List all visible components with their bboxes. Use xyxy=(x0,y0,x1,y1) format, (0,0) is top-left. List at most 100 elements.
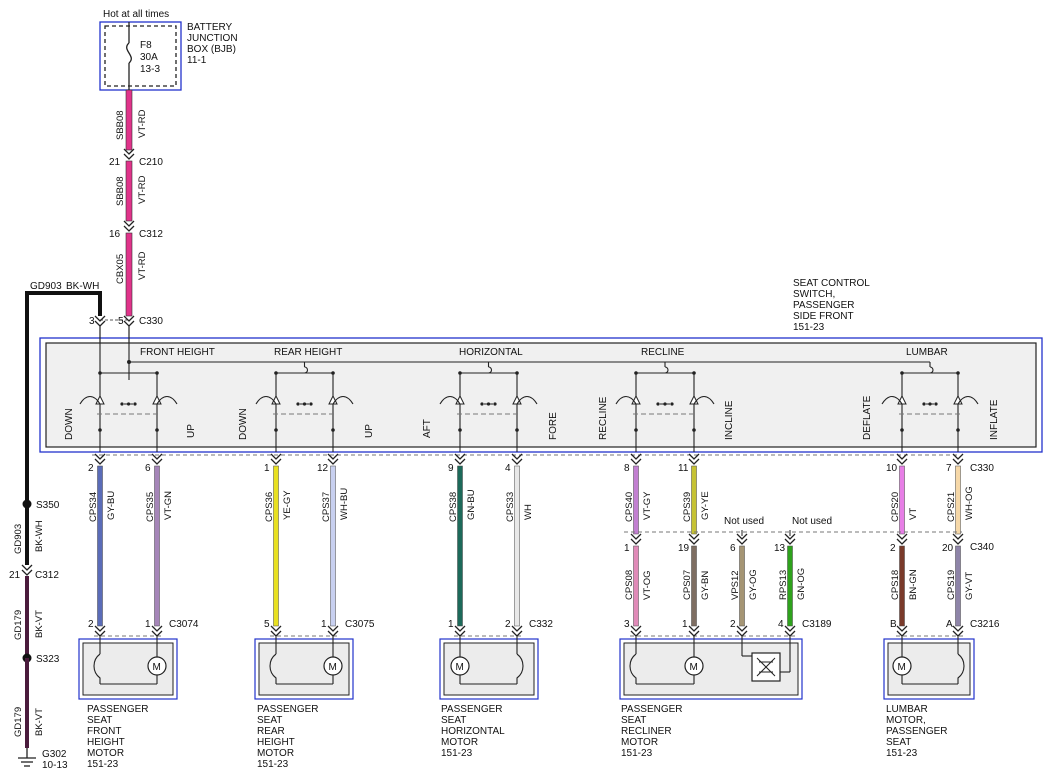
connector-pin: 6 xyxy=(730,543,736,554)
connector-symbol xyxy=(511,625,523,637)
wire-vt-rd xyxy=(125,160,133,222)
connector-pin: 6 xyxy=(145,463,151,474)
connector-symbol xyxy=(151,625,163,637)
switch-blade xyxy=(881,395,903,405)
wire-body xyxy=(97,465,103,627)
wire-bk-vt xyxy=(25,658,29,748)
connector-pin: 2 xyxy=(890,543,896,554)
wire-circuit: CPS36 xyxy=(264,492,275,522)
wire-body xyxy=(955,465,961,535)
wire-body xyxy=(154,465,160,627)
connector-pin: 8 xyxy=(624,463,630,474)
wire-color: VT-GY xyxy=(642,491,653,520)
wire-color: WH-BU xyxy=(339,488,350,520)
motor-label-line: 151-23 xyxy=(621,748,653,759)
wire-color: GY-BU xyxy=(106,491,117,520)
connector-pin: 21 xyxy=(109,157,121,168)
wire-circuit: CBX05 xyxy=(115,254,126,284)
connector-symbol xyxy=(952,625,964,637)
motor-label-line: SEAT xyxy=(257,715,282,726)
connector-pin: 13 xyxy=(774,543,786,554)
motor-label-line: SEAT xyxy=(886,737,911,748)
wire-circuit: GD903 xyxy=(13,524,24,554)
connector-pin: 2 xyxy=(88,463,94,474)
switch-position-labels: DOWN UP DOWN UP AFT FORE RECLINE INCLINE… xyxy=(64,395,1000,440)
connector-symbol xyxy=(688,625,700,637)
connector-pin: 7 xyxy=(946,463,952,474)
connector-symbol xyxy=(896,533,908,545)
connector-pin: 21 xyxy=(9,570,21,581)
wire-circuit: GD903 xyxy=(30,281,62,292)
connector-pin: 2 xyxy=(505,619,511,630)
wire-body xyxy=(691,465,697,535)
connector-symbol xyxy=(896,625,908,637)
connector-symbol xyxy=(952,533,964,545)
switch-blade xyxy=(156,395,178,405)
svg-text:DOWN: DOWN xyxy=(64,408,75,440)
not-used-label: Not used xyxy=(792,516,832,527)
connector-symbol xyxy=(736,625,748,637)
connector-name: C332 xyxy=(529,619,553,630)
switch-blade xyxy=(516,395,538,405)
motor-glyph: M xyxy=(153,662,161,673)
wire-body xyxy=(633,465,639,535)
switch-blade xyxy=(693,395,715,405)
connector-name: C312 xyxy=(35,570,59,581)
connector-symbol xyxy=(511,453,523,465)
wire-color: GN-OG xyxy=(796,568,807,600)
svg-text:PASSENGER: PASSENGER xyxy=(793,300,855,311)
wire-body xyxy=(457,465,463,627)
fuse-icon xyxy=(126,42,132,64)
seat-control-switch-label: SEAT CONTROL SWITCH, PASSENGER SIDE FRON… xyxy=(793,278,870,333)
connector-pin: 9 xyxy=(448,463,454,474)
connector-symbol xyxy=(630,533,642,545)
motor-label-line: MOTOR, xyxy=(886,715,926,726)
svg-text:AFT: AFT xyxy=(422,419,433,438)
wire-circuit: SBB08 xyxy=(115,176,126,206)
wire-bk-vt xyxy=(25,576,29,658)
connector-symbol xyxy=(454,625,466,637)
motor-label-line: SEAT xyxy=(87,715,112,726)
wire-circuit: CPS34 xyxy=(88,492,99,522)
motor-label-line: 151-23 xyxy=(441,748,473,759)
ground-name: G302 xyxy=(42,749,67,760)
seat-control-switch: FRONT HEIGHT REAR HEIGHT HORIZONTAL RECL… xyxy=(39,325,1043,453)
connector-name: C3189 xyxy=(802,619,832,630)
switch-blade xyxy=(332,395,354,405)
wire-color: BK-WH xyxy=(34,520,45,552)
motor-label-line: 151-23 xyxy=(257,759,289,770)
wire-color: VT-RD xyxy=(137,109,148,138)
connector-pin: 4 xyxy=(505,463,511,474)
connector-pin: 1 xyxy=(624,543,630,554)
wire-circuit: CPS20 xyxy=(890,492,901,522)
wire-body xyxy=(330,465,336,627)
motor-label-line: PASSENGER xyxy=(87,704,149,715)
position-sensor-icon xyxy=(751,652,781,682)
motor-label-line: PASSENGER xyxy=(621,704,683,715)
motor-glyph: M xyxy=(329,662,337,673)
connector-pin: 5 xyxy=(264,619,270,630)
wire-body xyxy=(787,545,793,627)
wire-color: BK-WH xyxy=(66,281,99,292)
svg-text:SEAT CONTROL: SEAT CONTROL xyxy=(793,278,870,289)
section-recline: RECLINE xyxy=(641,347,685,358)
section-front-height: FRONT HEIGHT xyxy=(140,347,215,358)
limit-switch-icon xyxy=(93,653,101,684)
motor-label-line: HORIZONTAL xyxy=(441,726,505,737)
switch-blade xyxy=(255,395,277,405)
